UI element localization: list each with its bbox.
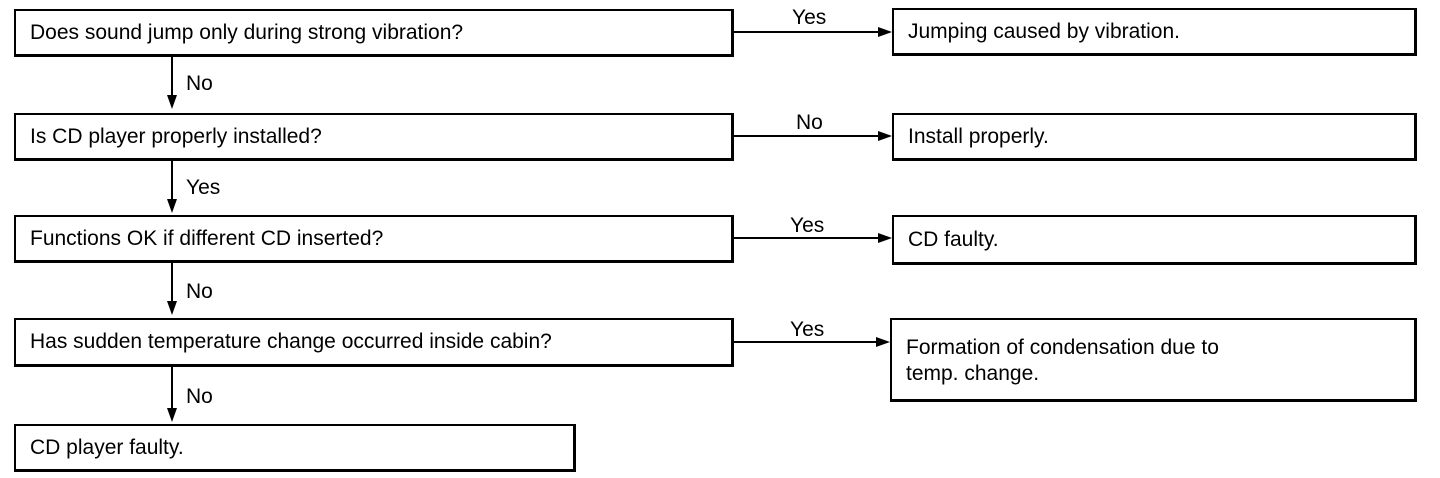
branch-label-yes: Yes xyxy=(792,6,827,29)
branch-label-yes: Yes xyxy=(186,176,221,199)
result-box-cd-faulty: CD faulty. xyxy=(892,215,1417,265)
question-box-temperature: Has sudden temperature change occurred i… xyxy=(14,318,734,367)
branch-label-no: No xyxy=(186,72,213,95)
arrowhead-down xyxy=(167,199,177,213)
result-text: Jumping caused by vibration. xyxy=(908,19,1180,43)
result-box-vibration: Jumping caused by vibration. xyxy=(892,8,1417,56)
arrowhead-down xyxy=(167,408,177,422)
question-box-vibration: Does sound jump only during strong vibra… xyxy=(14,9,734,57)
result-box-cd-player-faulty: CD player faulty. xyxy=(14,424,576,472)
question-text: Has sudden temperature change occurred i… xyxy=(30,330,552,353)
result-text: Install properly. xyxy=(908,124,1049,148)
branch-label-no: No xyxy=(186,280,213,303)
arrowhead-right xyxy=(878,27,892,37)
result-text: Formation of condensation due to temp. c… xyxy=(906,336,1219,385)
arrowhead-right xyxy=(878,131,892,141)
question-text: Does sound jump only during strong vibra… xyxy=(30,20,464,44)
result-box-condensation: Formation of condensation due to temp. c… xyxy=(890,318,1417,402)
result-text: CD player faulty. xyxy=(30,435,184,459)
arrowhead-right xyxy=(876,337,890,347)
branch-label-no: No xyxy=(796,111,823,134)
question-box-different-cd: Functions OK if different CD inserted? xyxy=(14,215,734,263)
arrowhead-right xyxy=(878,233,892,243)
branch-label-yes: Yes xyxy=(790,214,825,237)
branch-label-yes: Yes xyxy=(790,318,825,341)
question-text: Is CD player properly installed? xyxy=(30,124,322,148)
arrowhead-down xyxy=(167,301,177,315)
question-box-installed: Is CD player properly installed? xyxy=(14,113,734,161)
question-text: Functions OK if different CD inserted? xyxy=(30,226,384,250)
result-box-install: Install properly. xyxy=(892,113,1417,161)
arrowhead-down xyxy=(167,95,177,109)
branch-label-no: No xyxy=(186,385,213,408)
result-text: CD faulty. xyxy=(908,227,999,251)
